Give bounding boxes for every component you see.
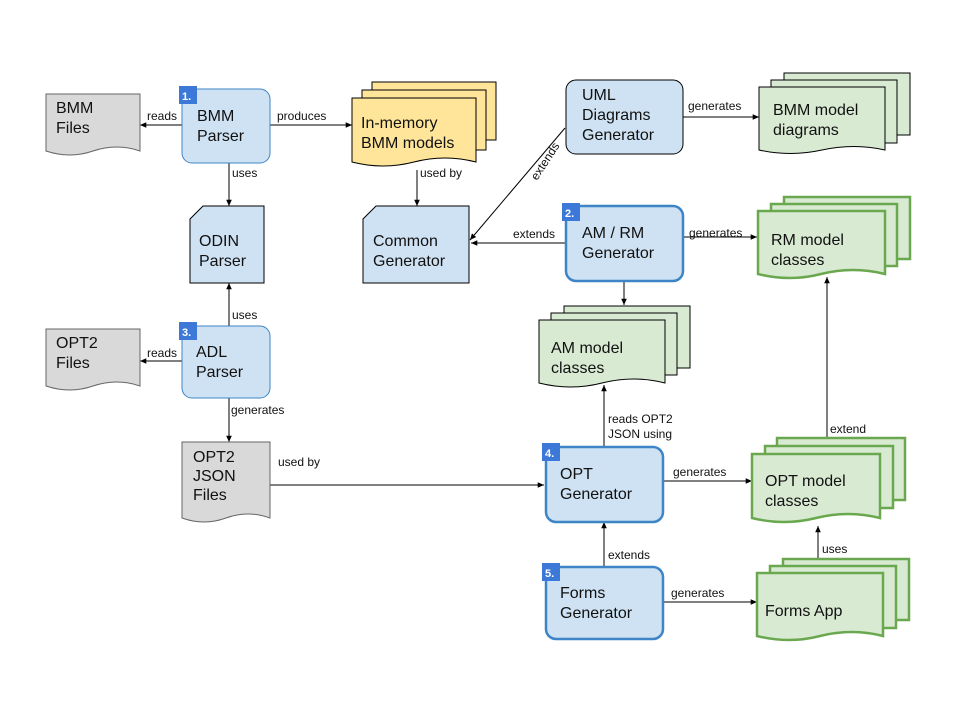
svg-text:1.: 1.: [182, 91, 191, 103]
edge-label-reads-opt2: reads: [147, 346, 177, 360]
edge-label-generates-forms: generates: [671, 586, 724, 600]
svg-text:3.: 3.: [182, 327, 191, 339]
edge-label-generates-json: generates: [231, 403, 284, 417]
edge-label-extends-forms: extends: [608, 548, 650, 562]
edge-label-uses-forms: uses: [822, 542, 847, 556]
edge-label-used-by-opt: used by: [278, 455, 320, 469]
step-3-badge: 3.: [179, 322, 197, 340]
edge-label-extends-uml: extends: [528, 140, 563, 183]
step-5-badge: 5.: [542, 563, 560, 581]
svg-text:Forms App: Forms App: [765, 603, 842, 620]
edge-label-used-by-common: used by: [420, 166, 462, 180]
edge-label-reads-opt2-json: reads OPT2 JSON using: [608, 412, 676, 441]
step-1-badge: 1.: [179, 86, 197, 104]
edge-label-extends-amrm: extends: [513, 227, 555, 241]
svg-text:4.: 4.: [545, 448, 554, 460]
edge-label-generates-bmm-diagrams: generates: [688, 99, 741, 113]
edge-label-extend-rm: extend: [830, 422, 866, 436]
edge-uml-extends-common: [469, 127, 566, 241]
edge-label-reads-bmm: reads: [147, 109, 177, 123]
step-2-badge: 2.: [562, 203, 580, 221]
step-4-badge: 4.: [542, 443, 560, 461]
svg-text:2.: 2.: [565, 208, 574, 220]
edge-label-generates-rm: generates: [689, 226, 742, 240]
edge-label-uses-adl: uses: [232, 308, 257, 322]
svg-text:5.: 5.: [545, 568, 554, 580]
edge-label-produces: produces: [277, 109, 326, 123]
forms-app-node[interactable]: Forms App: [755, 557, 911, 642]
edge-label-generates-opt: generates: [673, 465, 726, 479]
edge-label-uses-odin: uses: [232, 166, 257, 180]
